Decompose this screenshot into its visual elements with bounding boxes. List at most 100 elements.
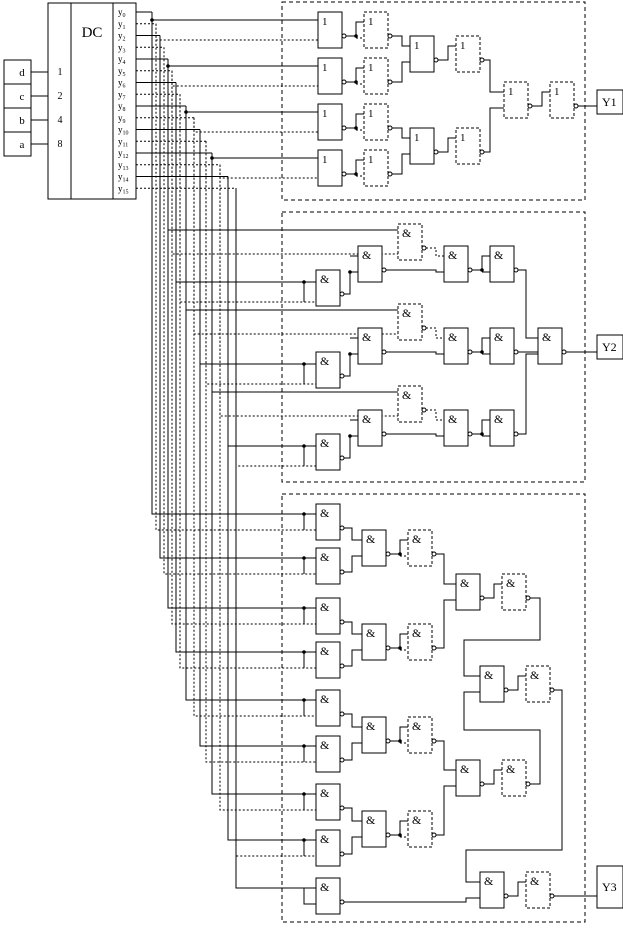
gate-y1-or-b3-symbol: 1 <box>368 154 374 166</box>
gate-y1-or-c0b-inverter-bubble <box>479 57 485 63</box>
gate-y3-and-q1b: & <box>501 759 531 797</box>
gate-y3-and-s3-symbol: & <box>412 813 422 827</box>
decoder-output-y8: y8 <box>118 101 126 113</box>
gate-y3-and-s0: & <box>407 529 437 567</box>
gate-y3-and-q0-symbol: & <box>460 576 470 590</box>
gate-y3-and-l1: & <box>315 547 345 585</box>
module-frame-y1 <box>281 1 586 201</box>
gate-y2-and-mid1-symbol: & <box>362 330 372 344</box>
gate-y3-and-single: & <box>315 877 345 915</box>
gate-y3-and-q0b: & <box>501 573 531 611</box>
output-terminal-y3: Y3 <box>596 865 623 909</box>
gate-y1-or-d-inverter-bubble <box>527 103 533 109</box>
output-terminal-y2: Y2 <box>596 334 623 360</box>
gate-y1-or-c1-inverter-bubble <box>433 149 439 155</box>
gate-y3-and-m2: & <box>361 716 391 754</box>
gate-y3-and-q1b-inverter-bubble <box>525 781 531 787</box>
gate-y3-and-m2-inverter-bubble <box>385 738 391 744</box>
gate-y3-and-s0-symbol: & <box>412 532 422 546</box>
gate-y1-or-b2: 1 <box>363 103 393 141</box>
gate-y2-and-top0: & <box>397 223 427 261</box>
gate-y1-or-c1-symbol: 1 <box>414 132 420 144</box>
gate-y1-or-a1-inverter-bubble <box>341 79 347 85</box>
gate-y3-and-s2-symbol: & <box>412 719 422 733</box>
gate-y2-and-low0-inverter-bubble <box>339 291 345 297</box>
gate-y2-and-final: & <box>537 327 567 365</box>
gate-y1-or-a1: 1 <box>317 57 347 95</box>
gate-y3-and-m0-inverter-bubble <box>385 551 391 557</box>
input-terminal-c <box>3 83 32 109</box>
gate-y1-or-a3-inverter-bubble <box>341 171 347 177</box>
gate-y1-or-c0b-symbol: 1 <box>460 40 466 52</box>
decoder-output-y0: y0 <box>118 7 126 19</box>
gate-y3-and-m0-symbol: & <box>366 532 376 546</box>
gate-y2-and-top2-symbol: & <box>402 388 412 402</box>
gate-y2-and-ab1-symbol: & <box>494 330 504 344</box>
gate-y2-and-low1-symbol: & <box>320 354 330 368</box>
gate-y3-and-l3-inverter-bubble <box>339 663 345 669</box>
gate-y3-and-l0-symbol: & <box>320 506 330 520</box>
gate-y2-and-a0: & <box>443 245 473 283</box>
decoder-output-y1: y1 <box>118 19 126 31</box>
gate-y3-and-rb-symbol: & <box>530 668 540 682</box>
gate-y1-or-b1-inverter-bubble <box>387 79 393 85</box>
gate-y3-and-m2-symbol: & <box>366 719 376 733</box>
gate-y1-or-c0-inverter-bubble <box>433 57 439 63</box>
gate-y3-and-l0: & <box>315 503 345 541</box>
gate-y1-or-b1: 1 <box>363 57 393 95</box>
gate-y2-and-mid0-inverter-bubble <box>381 267 387 273</box>
module-frame-y3 <box>281 493 586 923</box>
gate-y1-or-a2: 1 <box>317 103 347 141</box>
gate-y1-or-c1b-inverter-bubble <box>479 149 485 155</box>
gate-y3-and-s1-inverter-bubble <box>431 645 437 651</box>
wire-junctions <box>150 18 484 842</box>
gate-y2-and-a2-inverter-bubble <box>467 431 473 437</box>
input-wires <box>31 71 48 145</box>
gate-y1-or-d: 1 <box>503 81 533 119</box>
input-weight-8: 8 <box>58 139 63 150</box>
gate-y2-and-top2: & <box>397 385 427 423</box>
input-weight-4: 4 <box>58 115 63 126</box>
gate-y2-and-low2-inverter-bubble <box>339 455 345 461</box>
gate-y3-and-m1: & <box>361 623 391 661</box>
gate-y2-and-top2-inverter-bubble <box>421 407 427 413</box>
gate-y2-and-top1: & <box>397 303 427 341</box>
gate-y2-and-top0-symbol: & <box>402 226 412 240</box>
gate-y1-or-b1-symbol: 1 <box>368 62 374 74</box>
gate-y3-and-l7: & <box>315 829 345 867</box>
gate-y3-and-single-symbol: & <box>320 880 330 894</box>
gate-y2-and-low0: & <box>315 269 345 307</box>
gate-y2-and-low0-symbol: & <box>320 272 330 286</box>
gate-y1-or-db-inverter-bubble <box>573 103 579 109</box>
gate-y3-and-s1-symbol: & <box>412 626 422 640</box>
gate-y1-or-b0: 1 <box>363 11 393 49</box>
gate-y3-and-l2: & <box>315 597 345 635</box>
decoder-output-y10: y10 <box>118 125 129 137</box>
gate-y1-or-a2-inverter-bubble <box>341 125 347 131</box>
gate-y3-and-l5-inverter-bubble <box>339 757 345 763</box>
decoder-block <box>47 2 137 200</box>
gate-y2-and-mid2: & <box>357 409 387 447</box>
gate-y2-and-final-inverter-bubble <box>561 349 567 355</box>
gate-y3-and-l4-inverter-bubble <box>339 711 345 717</box>
gate-y2-and-ab0: & <box>489 245 519 283</box>
gate-y3-and-s2: & <box>407 716 437 754</box>
gate-y3-and-final: & <box>479 871 509 909</box>
gate-y3-and-q0-inverter-bubble <box>479 595 485 601</box>
gate-y1-or-b2-inverter-bubble <box>387 125 393 131</box>
gate-y3-and-q1b-symbol: & <box>506 762 516 776</box>
gate-y2-and-mid0-symbol: & <box>362 248 372 262</box>
input-weight-2: 2 <box>58 91 63 102</box>
input-letters: d c b a <box>19 67 25 151</box>
gate-y1-or-a0-inverter-bubble <box>341 33 347 39</box>
gate-y3-and-q0: & <box>455 573 485 611</box>
gate-y2-and-ab1-inverter-bubble <box>513 349 519 355</box>
gate-y3-and-l5-symbol: & <box>320 738 330 752</box>
gate-y2-and-ab1: & <box>489 327 519 365</box>
gate-y3-and-final-inverter-bubble <box>503 893 509 899</box>
decoder-output-y11: y11 <box>118 136 128 148</box>
gate-y3-and-final-symbol: & <box>484 874 494 888</box>
gate-y3-and-r-inverter-bubble <box>503 687 509 693</box>
gate-y2-and-ab2-inverter-bubble <box>513 431 519 437</box>
